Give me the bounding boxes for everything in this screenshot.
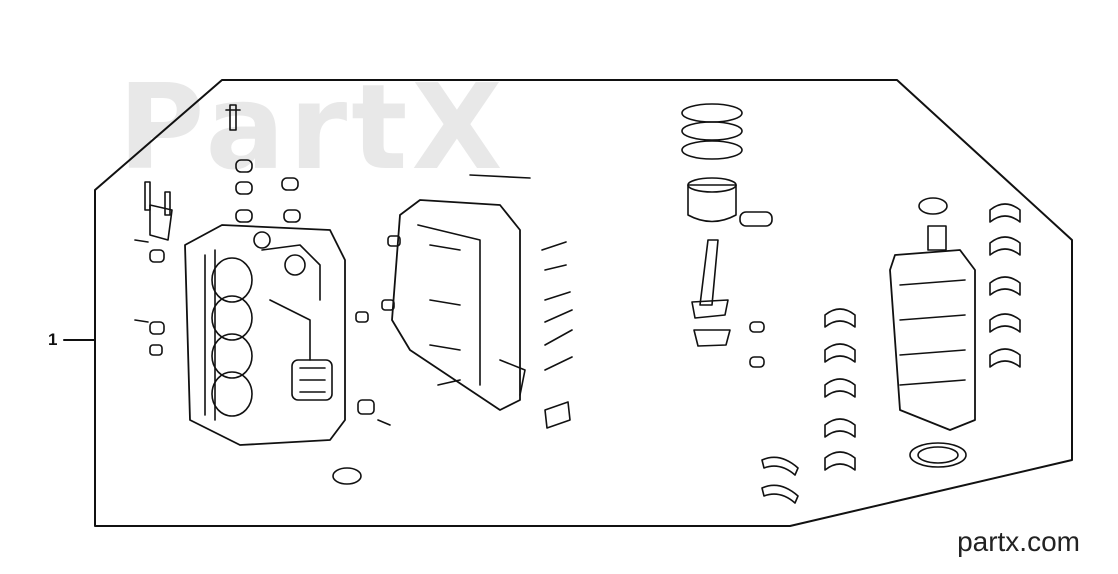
kit-boundary-frame bbox=[94, 79, 1073, 527]
main-bearings-center bbox=[824, 308, 856, 471]
block-hardware bbox=[134, 104, 391, 485]
cylinder-block bbox=[184, 224, 346, 446]
footer-brand: partx.com bbox=[957, 526, 1080, 557]
thrust-washers bbox=[761, 456, 799, 504]
crankcase bbox=[381, 174, 573, 429]
piston-assembly bbox=[681, 103, 773, 368]
crankshaft bbox=[889, 197, 976, 468]
main-bearings-right bbox=[989, 203, 1021, 368]
callout-number: 1 bbox=[48, 330, 58, 349]
